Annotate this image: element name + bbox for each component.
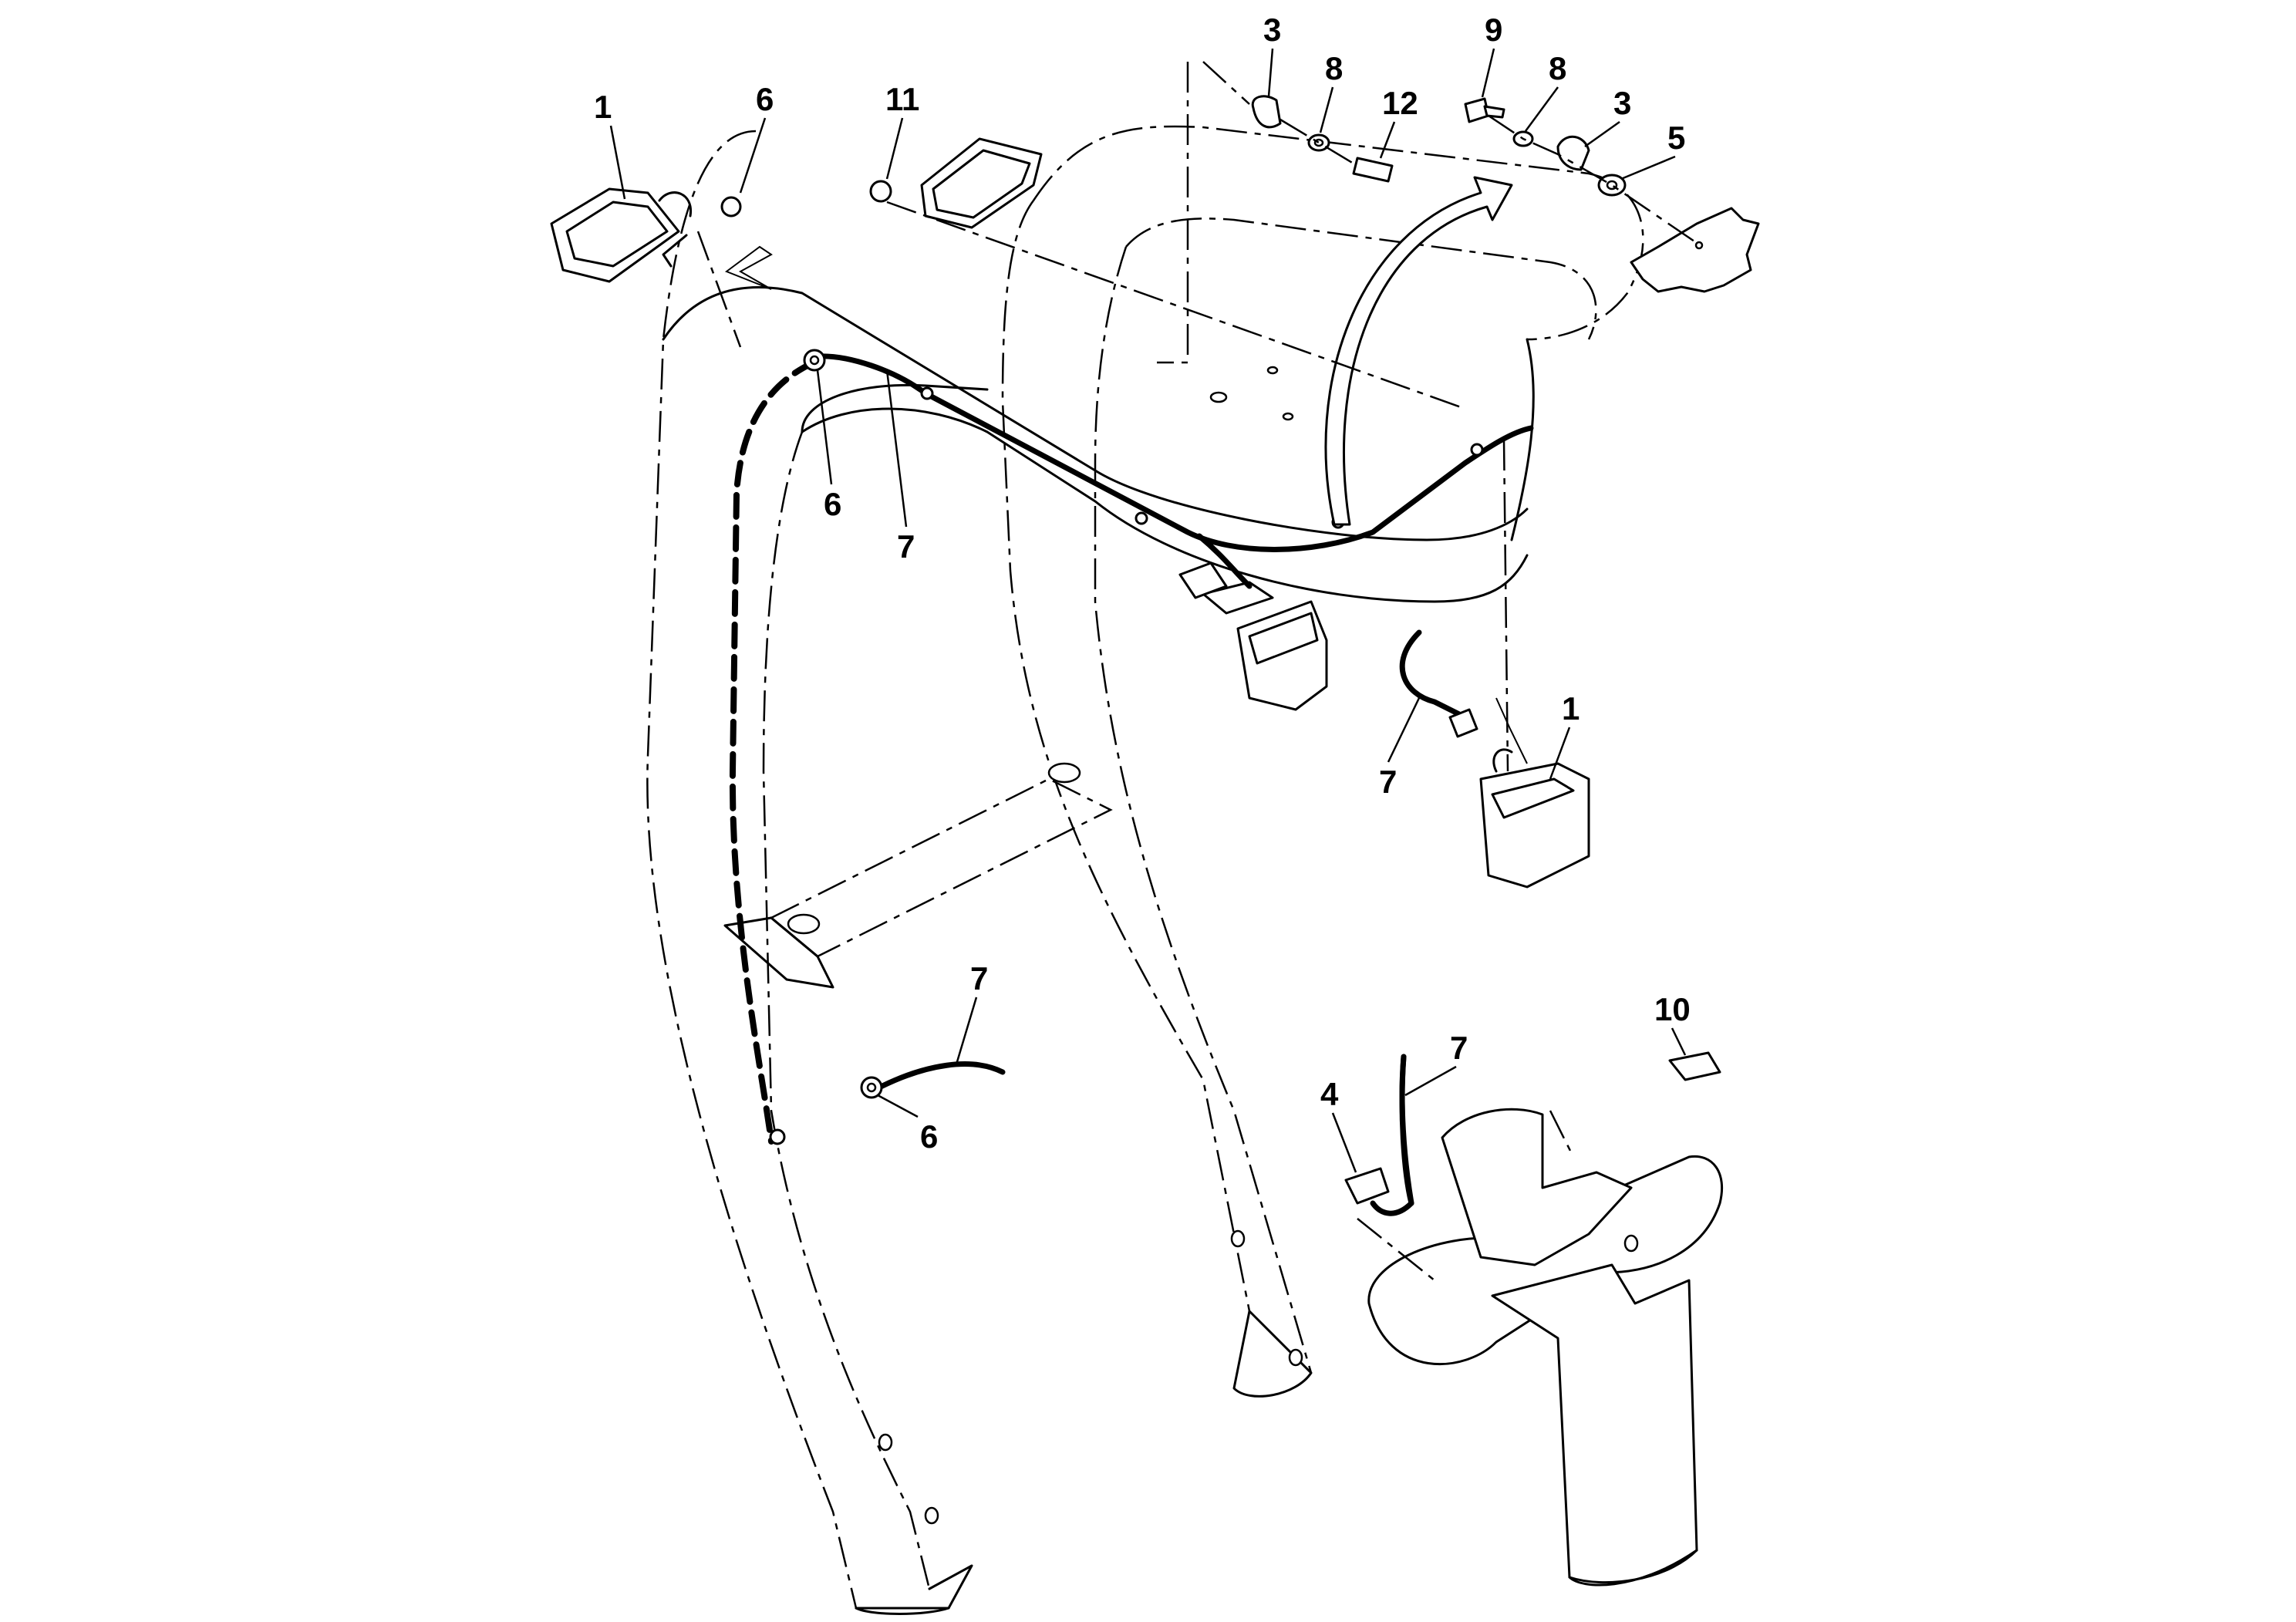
callout-11: 11 — [885, 81, 919, 117]
callout-9: 9 — [1485, 12, 1502, 48]
callouts: 1 6 11 3 8 12 9 8 3 5 6 7 1 7 7 6 10 — [594, 12, 1691, 1173]
callout-12: 12 — [1382, 85, 1418, 121]
hardware-group-top — [869, 95, 1760, 293]
connector-harness-b — [1448, 708, 1478, 738]
hardware-connectors — [1178, 561, 1478, 738]
nut-11 — [869, 180, 892, 203]
callout-1-right: 1 — [1562, 690, 1580, 727]
work-light-rear — [1202, 581, 1328, 711]
lower-mount-assembly — [1344, 1051, 1724, 1587]
callout-6-top: 6 — [756, 81, 774, 117]
bolt-12 — [1352, 157, 1394, 183]
callout-6-mid: 6 — [824, 486, 841, 522]
callout-3-a: 3 — [1263, 12, 1281, 48]
clamp-3-b — [1556, 135, 1590, 171]
callout-1-left: 1 — [594, 89, 612, 125]
clamp-3-a — [1251, 95, 1282, 129]
work-light-right — [1479, 697, 1590, 889]
callout-7-bottom: 7 — [1450, 1030, 1468, 1066]
callout-4: 4 — [1320, 1076, 1339, 1112]
callout-10: 10 — [1654, 991, 1691, 1027]
callout-6-lower: 6 — [920, 1118, 938, 1155]
connector-harness-a — [1178, 561, 1228, 599]
cap-10 — [1668, 1051, 1721, 1081]
bracket-plate — [1630, 207, 1760, 293]
callout-7-lower: 7 — [970, 960, 988, 996]
callout-8-a: 8 — [1325, 50, 1343, 86]
callout-7-mid: 7 — [897, 528, 915, 565]
callout-7-right: 7 — [1379, 764, 1397, 800]
callout-8-b: 8 — [1549, 50, 1566, 86]
callout-5: 5 — [1667, 120, 1685, 156]
connector-4 — [1344, 1167, 1390, 1205]
grommet-6-loose — [720, 196, 742, 218]
roll-bar-frame — [646, 125, 1644, 1615]
work-light-top — [920, 137, 1043, 229]
assembly-lines — [696, 61, 1698, 1281]
wire-harness-7 — [729, 353, 1534, 1206]
callout-3-b: 3 — [1613, 85, 1631, 121]
grommets — [720, 196, 1484, 1145]
rotate-direction-arrow — [1324, 176, 1513, 526]
work-light-left — [550, 187, 692, 283]
